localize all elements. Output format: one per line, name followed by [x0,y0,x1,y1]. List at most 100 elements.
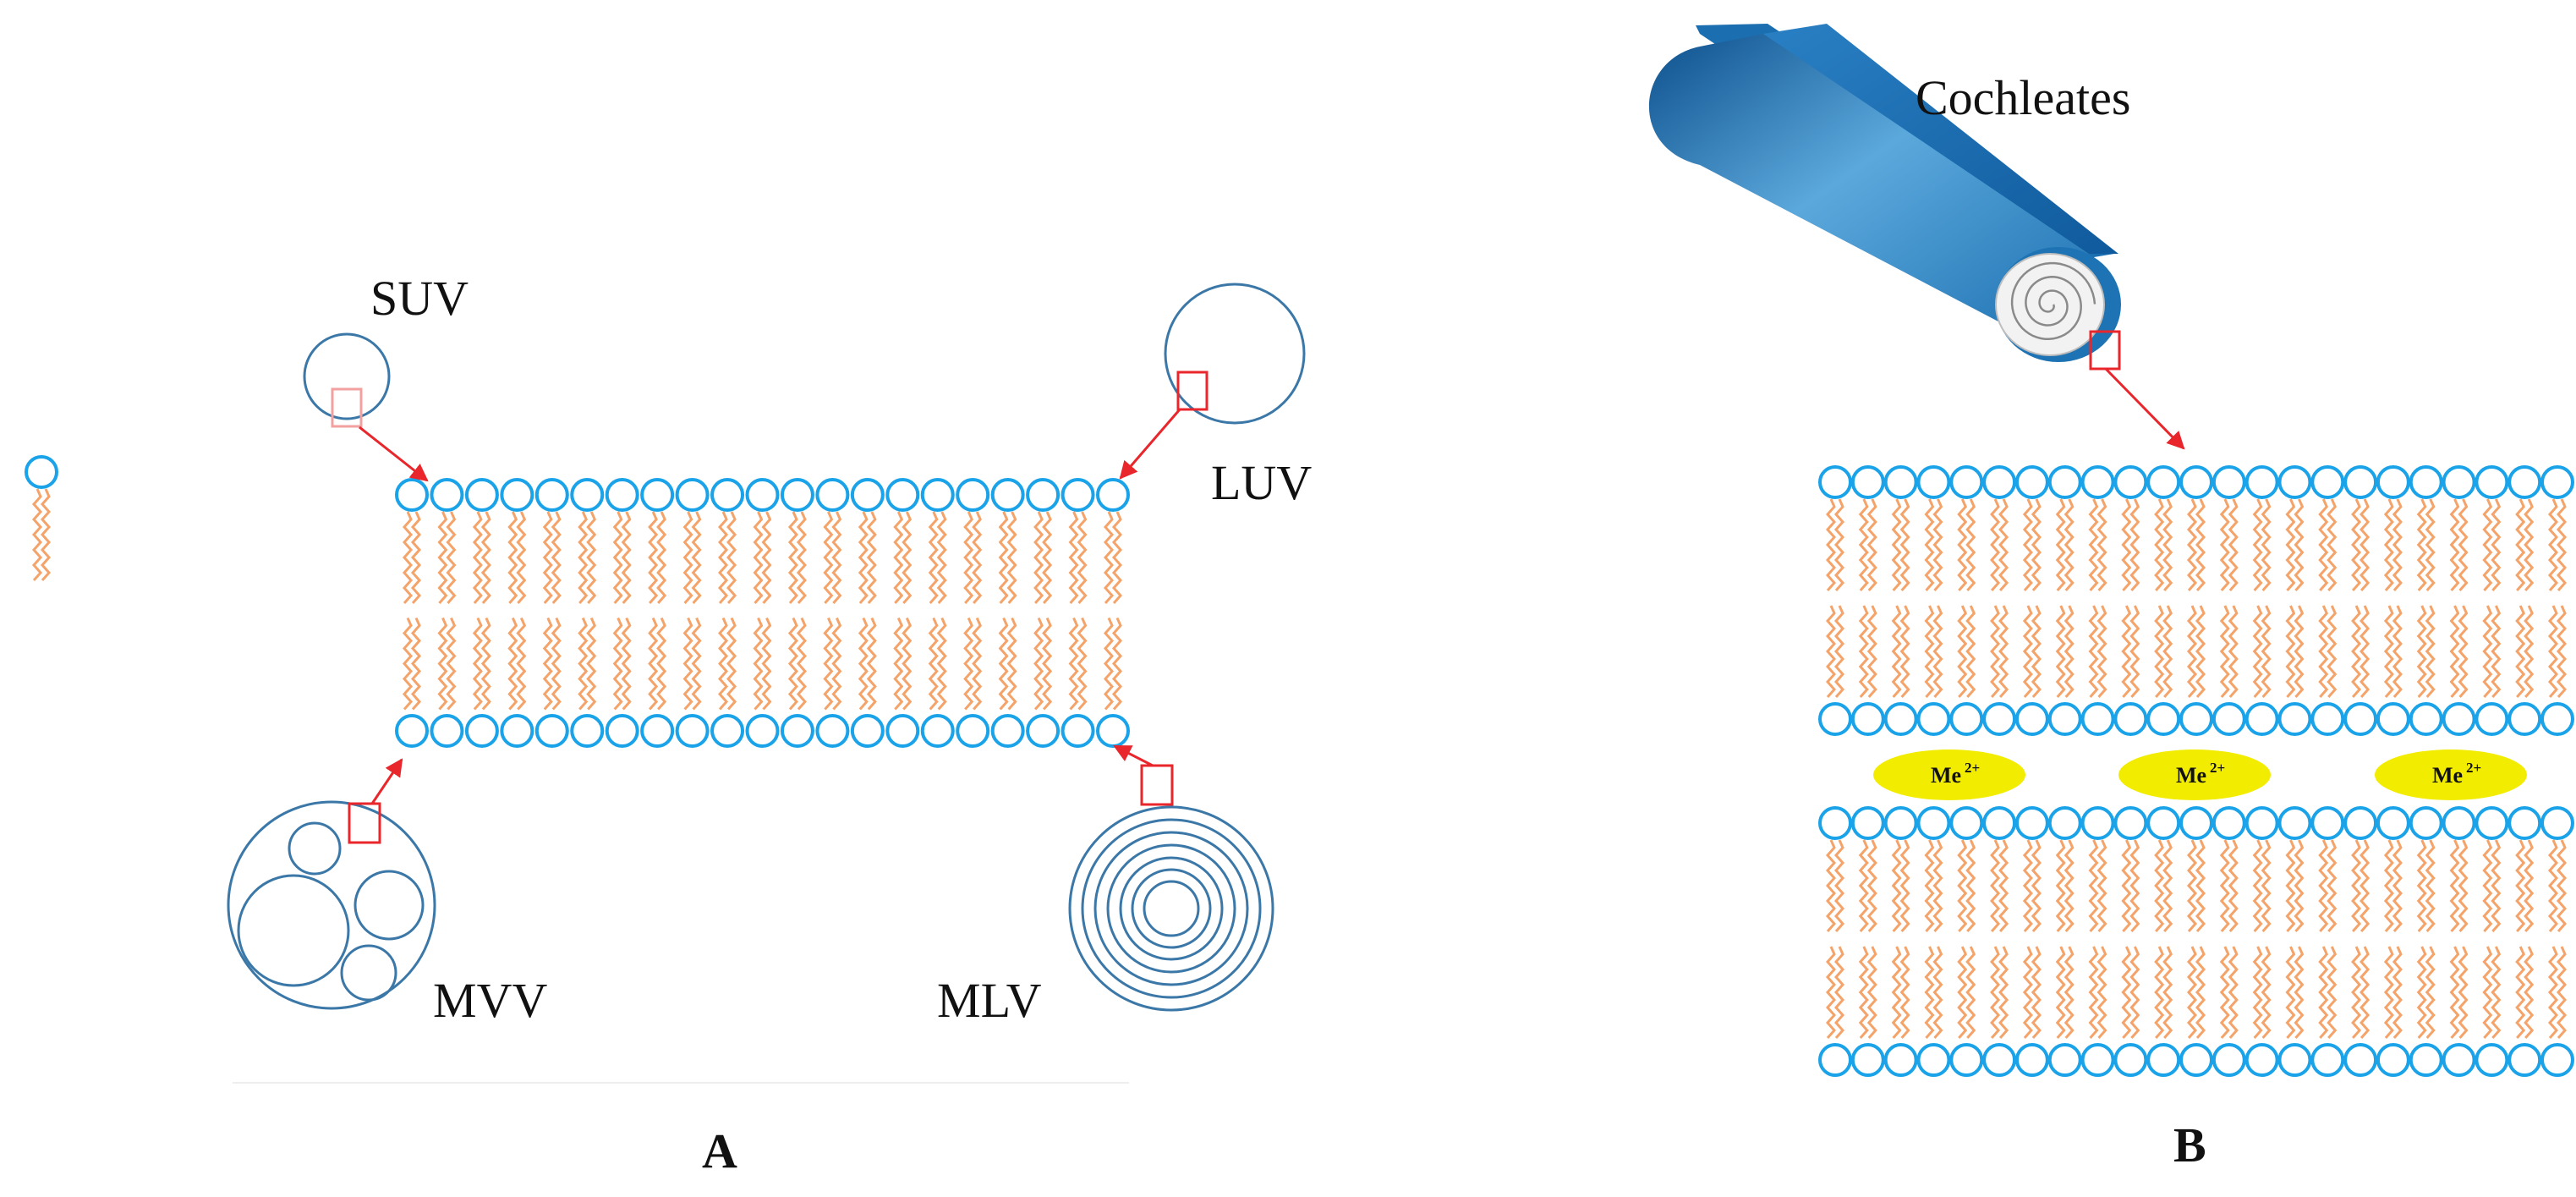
lipid-tail [2318,605,2329,698]
lipid-tail [902,617,913,711]
lipid-head [2343,465,2378,499]
lipid-tail [831,511,842,604]
lipid-tail [866,617,877,711]
lipid-head [2179,702,2213,736]
lipid-head [2047,806,2082,840]
lipid-tail [578,511,589,604]
lipid-head [2212,1043,2246,1077]
lipid-tail [2547,946,2559,1039]
lipid-tail [893,511,904,604]
lipid-head [2343,1043,2378,1077]
lipid-tail [2392,498,2403,591]
lipid-tail [2154,605,2165,698]
lipid-tail [1103,511,1115,604]
lipid-head [780,478,814,512]
lipid-head [780,714,814,748]
lipid-tail [2195,839,2206,932]
lipid-tail [1068,511,1079,604]
lipid-tail [2458,946,2469,1039]
lipid-tail [2515,605,2526,698]
lipid-tail [2162,946,2173,1039]
lipid-head [1949,806,1984,840]
lipid-tail [446,617,457,711]
lipid-tail [437,511,448,604]
lipid-head [2146,702,2181,736]
lipid-tail [1924,605,1935,698]
lipid-tail [1077,511,1088,604]
lipid-tail [2162,498,2173,591]
lipid-tail [2219,839,2230,932]
lipid-tail [2416,839,2427,932]
lipid-head [1850,465,1885,499]
lipid-head [534,714,569,748]
lipid-tail [1924,839,1935,932]
lipid-tail [2425,946,2436,1039]
mlv-lamella [1131,868,1212,949]
lipid-head [2540,465,2574,499]
lipid-tail [2416,946,2427,1039]
lipid-tail [1899,946,1910,1039]
cochleates-label: Cochleates [1916,70,2130,125]
lipid-head [2244,465,2279,499]
lipid-tail [2360,946,2370,1039]
lipid-tail [2055,605,2066,698]
lipid-tail [2064,946,2075,1039]
lipid-head [2047,1043,2082,1077]
lipid-tail [472,511,483,604]
lipid-tail [1965,605,1976,698]
lipid-tail [1833,946,1845,1039]
lipid-head [675,714,710,748]
lipid-head [1096,478,1130,512]
lipid-head [2507,806,2542,840]
lipid-tail [2195,946,2206,1039]
lipid-tail [2285,839,2296,932]
lipid-head [1949,1043,1984,1077]
lipid-head [500,478,534,512]
lipid-head [2376,702,2410,736]
lipid-tail [1998,498,2009,591]
lipid-tail [2383,839,2394,932]
lipid-tail [578,617,589,711]
lipid-tail [2195,605,2206,698]
mlv-lamella [1119,856,1224,961]
lipid-head [605,714,639,748]
lipid-tail [2219,946,2230,1039]
lipid-head [2507,1043,2542,1077]
lipid-tail [507,511,518,604]
lipid-tail [402,617,414,711]
lipid-head [990,478,1025,512]
lipid-tail [2195,498,2206,591]
lipid-head [1916,1043,1951,1077]
lipid-tail [2524,605,2535,698]
lipid-head [2047,465,2082,499]
lipid-head [395,714,429,748]
lipid-tail [718,511,729,604]
lipid-tail [1965,839,1976,932]
lipid-tail [753,617,764,711]
lipid-head [2047,702,2082,736]
lipid-tail [2252,605,2263,698]
lipid-head [2343,806,2378,840]
lipid-head [2475,806,2509,840]
lipid-tail [2524,839,2535,932]
lipid-tail [998,617,1009,711]
lipid-head [2080,465,2115,499]
lipid-head [1883,465,1918,499]
lipid-tail [1858,498,1869,591]
suv-arrow [359,426,429,482]
lipid-tail [2482,605,2493,698]
luv-label: LUV [1211,455,1312,510]
lipid-head [2409,702,2443,736]
lipid-head [1949,465,1984,499]
lipid-tail [1033,617,1044,711]
lipid-head [1883,1043,1918,1077]
lipid-tail [2425,839,2436,932]
lipid-tail [2162,839,2173,932]
lipid-head [2212,702,2246,736]
lipid-tail [2228,498,2239,591]
lipid-tail [2186,605,2198,698]
lipid-tail [928,617,939,711]
lipid-tail [586,617,597,711]
lipid-tail [656,617,667,711]
